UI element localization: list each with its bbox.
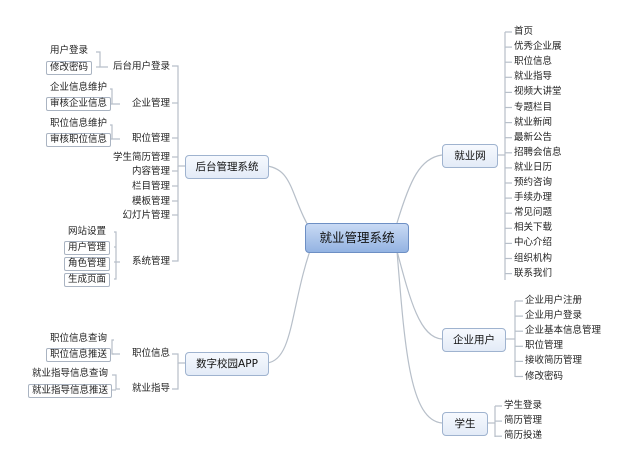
backend-position-label[interactable]: 职位管理 (131, 133, 170, 144)
leaf-guidance-query[interactable]: 就业指导信息查询 (32, 368, 109, 379)
leaf-job-info-query[interactable]: 职位信息查询 (50, 333, 108, 344)
website-leaf-item[interactable]: 相关下载 (514, 222, 553, 234)
student-node[interactable]: 学生 (442, 412, 488, 436)
backend-plain-item[interactable]: 内容管理 (131, 166, 170, 177)
app-node[interactable]: 数字校园APP (185, 352, 269, 376)
leaf-position-info-review[interactable]: 审核职位信息 (46, 133, 112, 147)
app-job-info-label[interactable]: 职位信息 (131, 348, 170, 359)
enterprise-node[interactable]: 企业用户 (442, 328, 506, 352)
enterprise-leaf-item[interactable]: 接收简历管理 (525, 355, 583, 367)
backend-company-label[interactable]: 企业管理 (131, 98, 170, 109)
website-leaf-item[interactable]: 招聘会信息 (514, 146, 562, 158)
leaf-guidance-push[interactable]: 就业指导信息推送 (28, 384, 113, 398)
backend-node[interactable]: 后台管理系统 (185, 155, 269, 179)
leaf-company-info-maintain[interactable]: 企业信息维护 (50, 82, 108, 93)
backend-system-label[interactable]: 系统管理 (131, 256, 170, 267)
website-leaf-item[interactable]: 职位信息 (514, 56, 553, 68)
leaf-company-info-review[interactable]: 审核企业信息 (46, 97, 112, 111)
backend-plain-item[interactable]: 幻灯片管理 (122, 210, 170, 221)
leaf-job-info-push[interactable]: 职位信息推送 (46, 348, 112, 362)
enterprise-leaf-item[interactable]: 企业用户登录 (525, 310, 583, 322)
student-leaf-item[interactable]: 学生登录 (504, 400, 543, 411)
website-leaf-item[interactable]: 常见问题 (514, 207, 553, 219)
leaf-change-password[interactable]: 修改密码 (46, 61, 93, 75)
leaf-user-management[interactable]: 用户管理 (64, 241, 111, 255)
website-leaf-item[interactable]: 就业指导 (514, 71, 553, 83)
leaf-position-info-maintain[interactable]: 职位信息维护 (50, 118, 108, 129)
website-leaf-item[interactable]: 手续办理 (514, 192, 553, 204)
website-leaf-item[interactable]: 预约咨询 (514, 177, 553, 188)
student-leaf-item[interactable]: 简历管理 (504, 415, 543, 427)
student-leaf-item[interactable]: 简历投递 (504, 430, 543, 442)
website-leaf-item[interactable]: 专题栏目 (514, 101, 553, 113)
enterprise-leaf-item[interactable]: 职位管理 (525, 340, 564, 352)
website-leaf-item[interactable]: 就业日历 (514, 161, 553, 173)
leaf-role-management[interactable]: 角色管理 (64, 257, 111, 271)
website-leaf-item[interactable]: 最新公告 (514, 131, 553, 143)
backend-plain-item[interactable]: 模板管理 (131, 196, 170, 207)
website-leaf-item[interactable]: 视频大讲堂 (514, 86, 562, 98)
leaf-generate-pages[interactable]: 生成页面 (64, 273, 111, 287)
enterprise-leaf-item[interactable]: 企业用户注册 (525, 295, 583, 306)
website-leaf-item[interactable]: 优秀企业展 (514, 41, 562, 53)
root-node[interactable]: 就业管理系统 (305, 223, 409, 253)
website-leaf-item[interactable]: 首页 (514, 26, 534, 37)
leaf-site-settings[interactable]: 网站设置 (68, 226, 107, 237)
app-guidance-label[interactable]: 就业指导 (131, 383, 170, 394)
backend-plain-item[interactable]: 栏目管理 (131, 181, 170, 192)
backend-user-login-label[interactable]: 后台用户登录 (112, 61, 170, 72)
website-leaf-item[interactable]: 联系我们 (514, 267, 553, 279)
enterprise-leaf-item[interactable]: 修改密码 (525, 370, 564, 382)
enterprise-leaf-item[interactable]: 企业基本信息管理 (525, 325, 602, 337)
backend-plain-item[interactable]: 学生简历管理 (112, 152, 170, 163)
leaf-user-login[interactable]: 用户登录 (50, 45, 89, 56)
website-leaf-item[interactable]: 中心介绍 (514, 237, 553, 249)
website-leaf-item[interactable]: 组织机构 (514, 252, 553, 264)
website-node[interactable]: 就业网 (442, 144, 498, 168)
website-leaf-item[interactable]: 就业新闻 (514, 116, 553, 128)
